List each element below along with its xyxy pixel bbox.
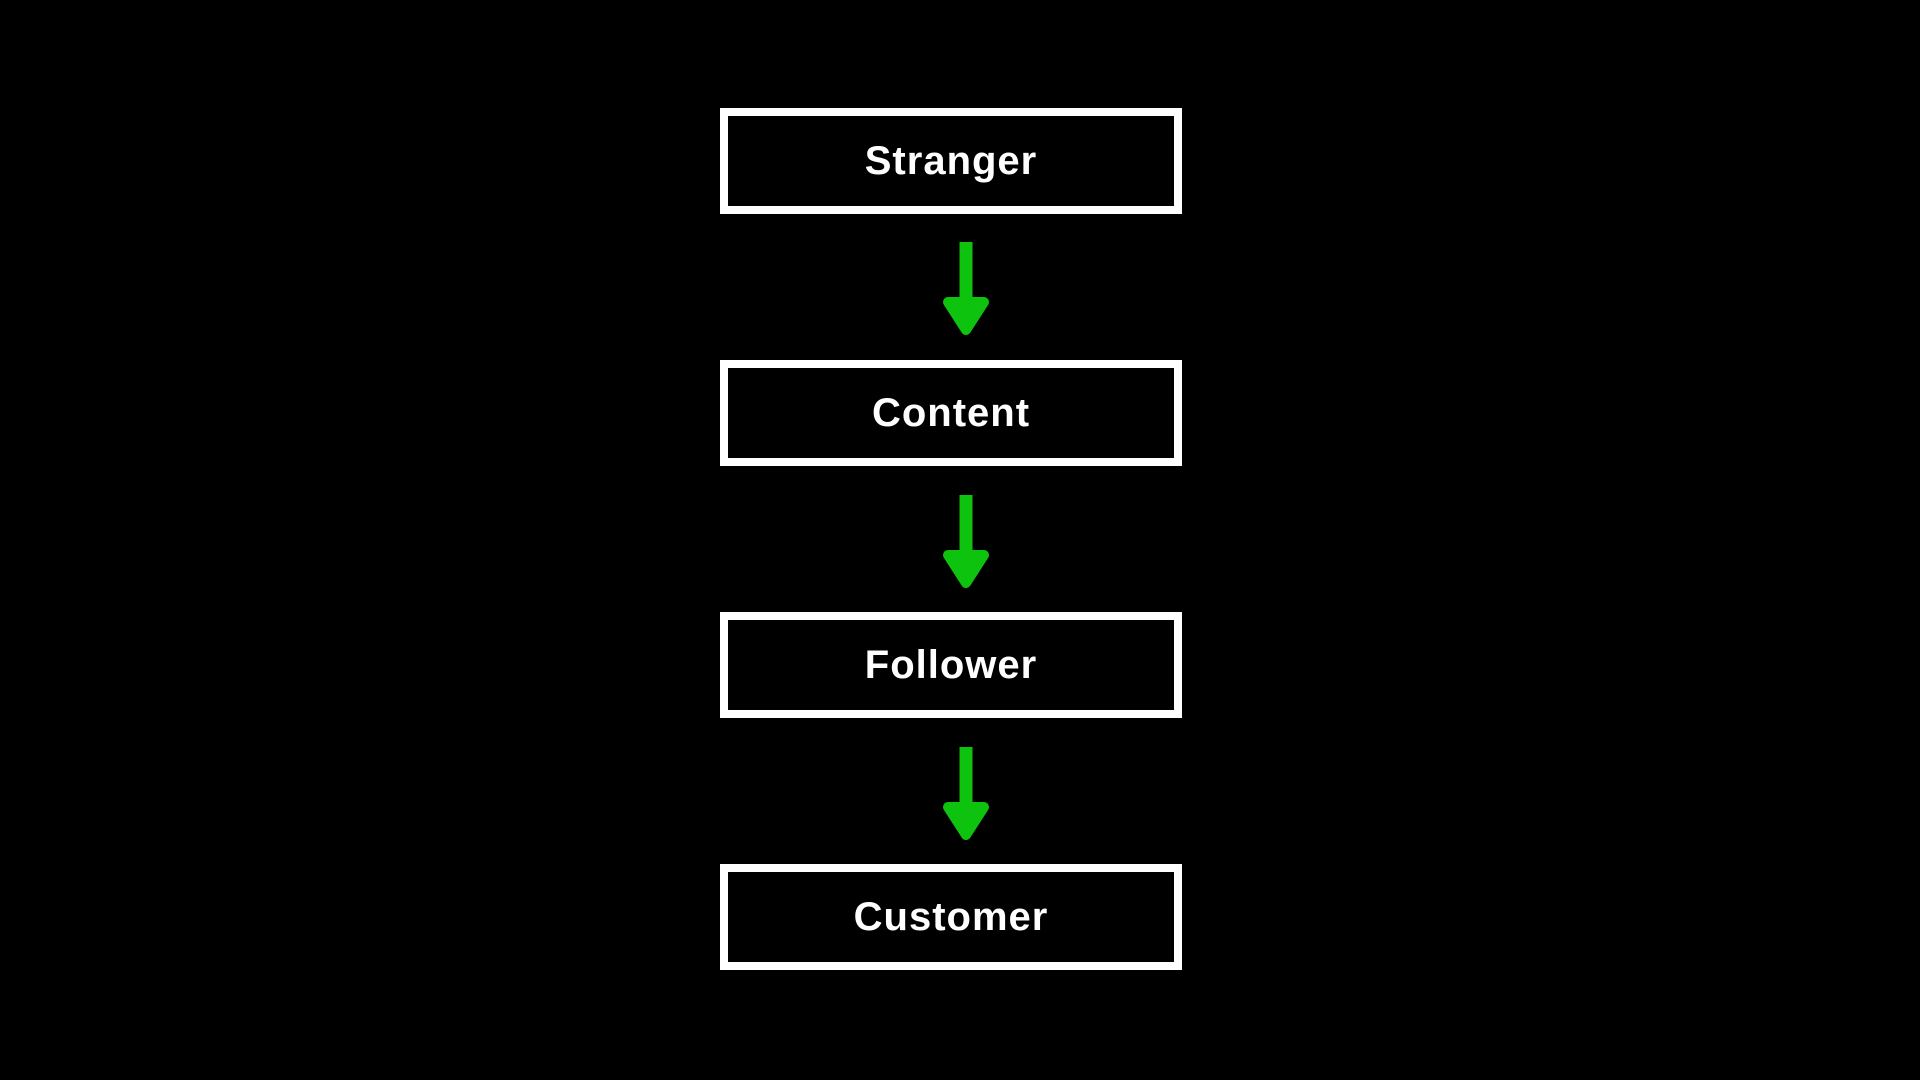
down-arrow-icon [940,242,992,337]
stage-label-stranger: Stranger [864,139,1038,183]
stage-box-content: Content [720,360,1182,466]
down-arrow-icon [940,495,992,590]
down-arrow-icon [940,747,992,842]
stage-box-stranger: Stranger [720,108,1182,214]
stage-box-follower: Follower [720,612,1182,718]
stage-label-customer: Customer [853,895,1049,939]
stage-label-content: Content [871,391,1031,435]
stage-label-follower: Follower [864,643,1038,687]
stage-box-customer: Customer [720,864,1182,970]
